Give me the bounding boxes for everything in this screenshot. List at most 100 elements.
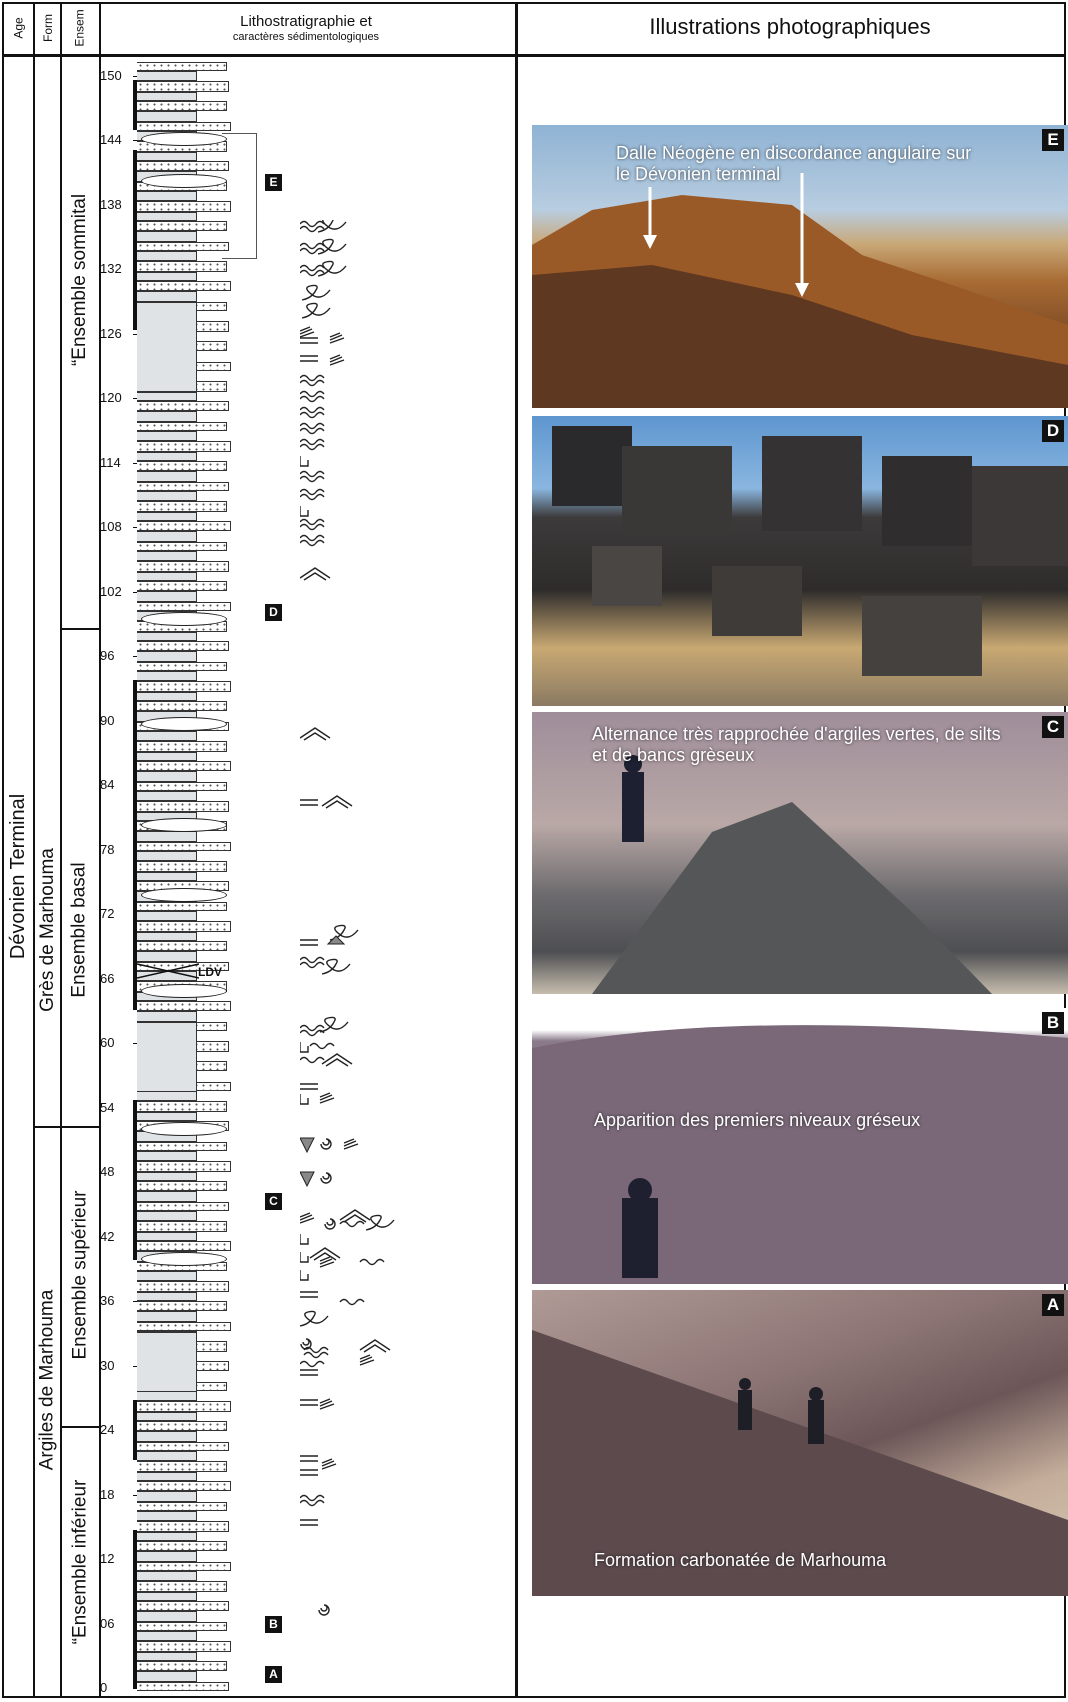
sandstone-bed bbox=[137, 501, 227, 512]
fining-upward-icon bbox=[300, 1171, 315, 1188]
ensemble-basal-label: Ensemble basal bbox=[69, 862, 91, 998]
sandstone-lens bbox=[141, 132, 227, 146]
ripple-lamination-icon bbox=[300, 961, 325, 969]
photo-e-caption: Dalle Néogène en discordance angulaire s… bbox=[616, 143, 972, 184]
shale-bed bbox=[137, 1472, 197, 1481]
ripple-lamination-icon bbox=[300, 1494, 325, 1502]
ripple-lamination-icon bbox=[300, 220, 325, 228]
shale-bed bbox=[137, 831, 197, 842]
photo-d-boulders bbox=[552, 426, 1068, 676]
sandstone-bed bbox=[137, 1461, 227, 1472]
header-lithostratigraphy: Lithostratigraphie et caractères sédimen… bbox=[100, 13, 512, 43]
sandstone-bed bbox=[137, 542, 227, 551]
shale-bed bbox=[137, 1091, 197, 1101]
shale-bed bbox=[137, 191, 197, 201]
bioturbation-icon bbox=[300, 506, 309, 517]
photo-b: Apparition des premiers niveaux gréseux … bbox=[532, 1008, 1068, 1284]
photo-a-letter: A bbox=[1042, 1294, 1064, 1316]
sandstone-bed bbox=[137, 461, 227, 471]
shale-bed bbox=[137, 671, 197, 681]
ripple-lamination-icon bbox=[309, 1042, 335, 1050]
age-label: Dévonien Terminal bbox=[7, 793, 30, 959]
slump-icon bbox=[300, 1310, 329, 1327]
bioturbation-icon bbox=[300, 1234, 309, 1245]
sandstone-bed bbox=[137, 1202, 229, 1211]
divider-form-ensemble bbox=[60, 2, 62, 1698]
scale-tick-label: 120 bbox=[100, 390, 122, 405]
ripple-lamination-icon bbox=[303, 1346, 329, 1354]
ripple-lamination-icon bbox=[339, 1298, 365, 1306]
shale-bed bbox=[137, 291, 197, 302]
photo-a-caption: Formation carbonatée de Marhouma bbox=[594, 1550, 887, 1570]
sandstone-bed bbox=[137, 1562, 231, 1571]
shale-bed bbox=[137, 1391, 197, 1401]
cross-bedding-icon bbox=[343, 1138, 359, 1150]
marker-d: D bbox=[265, 604, 282, 621]
shale-bed bbox=[137, 1311, 197, 1322]
cross-bedding-icon bbox=[300, 326, 315, 338]
scale-bar-segment bbox=[133, 80, 137, 130]
marker-e-bracket bbox=[222, 133, 257, 259]
sandstone-bed bbox=[137, 701, 227, 711]
ripple-lamination-icon bbox=[300, 247, 325, 255]
parallel-lamination-icon bbox=[300, 1083, 318, 1090]
photo-e-landscape bbox=[532, 173, 1068, 408]
shale-bed bbox=[137, 1551, 197, 1562]
sandstone-bed bbox=[137, 921, 231, 932]
scale-tick-label: 132 bbox=[100, 261, 122, 276]
marker-c: C bbox=[265, 1193, 282, 1210]
hummocky-icon bbox=[321, 795, 353, 809]
parallel-lamination-icon bbox=[300, 1519, 318, 1526]
shale-bed bbox=[137, 431, 197, 441]
sandstone-bed bbox=[137, 761, 231, 771]
scale-tick-label: 96 bbox=[100, 648, 115, 663]
shale-bed bbox=[137, 1671, 197, 1682]
sandstone-bed bbox=[137, 62, 227, 71]
photo-c-outcrop bbox=[592, 755, 992, 994]
bioturbation-icon bbox=[300, 1252, 309, 1263]
shale-bed bbox=[137, 692, 197, 701]
sandstone-bed bbox=[137, 1521, 229, 1532]
shale-interval bbox=[137, 1332, 197, 1392]
scale-tick-label: 108 bbox=[100, 519, 122, 534]
shale-bed bbox=[137, 1571, 197, 1581]
ripple-lamination-icon bbox=[300, 956, 325, 964]
formation-upper-label: Grès de Marhouma bbox=[36, 848, 58, 1012]
convolute-icon bbox=[324, 1218, 336, 1230]
ripple-lamination-icon bbox=[300, 379, 325, 387]
shale-bed bbox=[137, 1611, 197, 1622]
sandstone-lens bbox=[141, 174, 227, 188]
shale-bed bbox=[137, 212, 197, 221]
scale-tick-label: 126 bbox=[100, 325, 122, 341]
sandstone-lens bbox=[141, 612, 227, 626]
ensemble-inferieur-label: “Ensemble inférieur bbox=[69, 1479, 90, 1645]
sandstone-bed bbox=[137, 1541, 227, 1551]
sandstone-bed bbox=[137, 861, 227, 872]
formation-lower-label: Argiles de Marhouma bbox=[36, 1289, 58, 1471]
shale-interval bbox=[137, 302, 197, 392]
sandstone-bed bbox=[137, 1301, 227, 1311]
sandstone-bed bbox=[137, 221, 227, 231]
cross-bedding-icon bbox=[319, 1398, 335, 1410]
scale-tick-label: 66 bbox=[100, 970, 115, 986]
ripple-lamination-icon bbox=[300, 390, 325, 398]
sandstone-bed bbox=[137, 1401, 231, 1412]
formation-boundary bbox=[33, 1126, 60, 1128]
shale-bed bbox=[137, 771, 197, 782]
slump-icon bbox=[329, 924, 359, 941]
sandstone-bed bbox=[137, 941, 227, 951]
scale-tick-label: 144 bbox=[100, 132, 122, 147]
scale-tick-label: 18 bbox=[100, 1486, 115, 1502]
ensemble-superieur-label: Ensemble supérieur bbox=[69, 1190, 91, 1360]
scale-tick-label: 72 bbox=[100, 906, 115, 921]
sandstone-lens bbox=[141, 1252, 227, 1266]
sandstone-bed bbox=[137, 422, 227, 431]
ripple-lamination-icon bbox=[300, 242, 325, 250]
sandstone-bed bbox=[137, 521, 231, 531]
divider-age-form bbox=[33, 2, 35, 1698]
header-litho-line2: caractères sédimentologiques bbox=[232, 30, 380, 43]
sandstone-bed bbox=[137, 401, 229, 411]
sandstone-bed bbox=[137, 1442, 229, 1451]
sandstone-bed bbox=[137, 581, 227, 591]
shale-bed bbox=[137, 1491, 197, 1502]
